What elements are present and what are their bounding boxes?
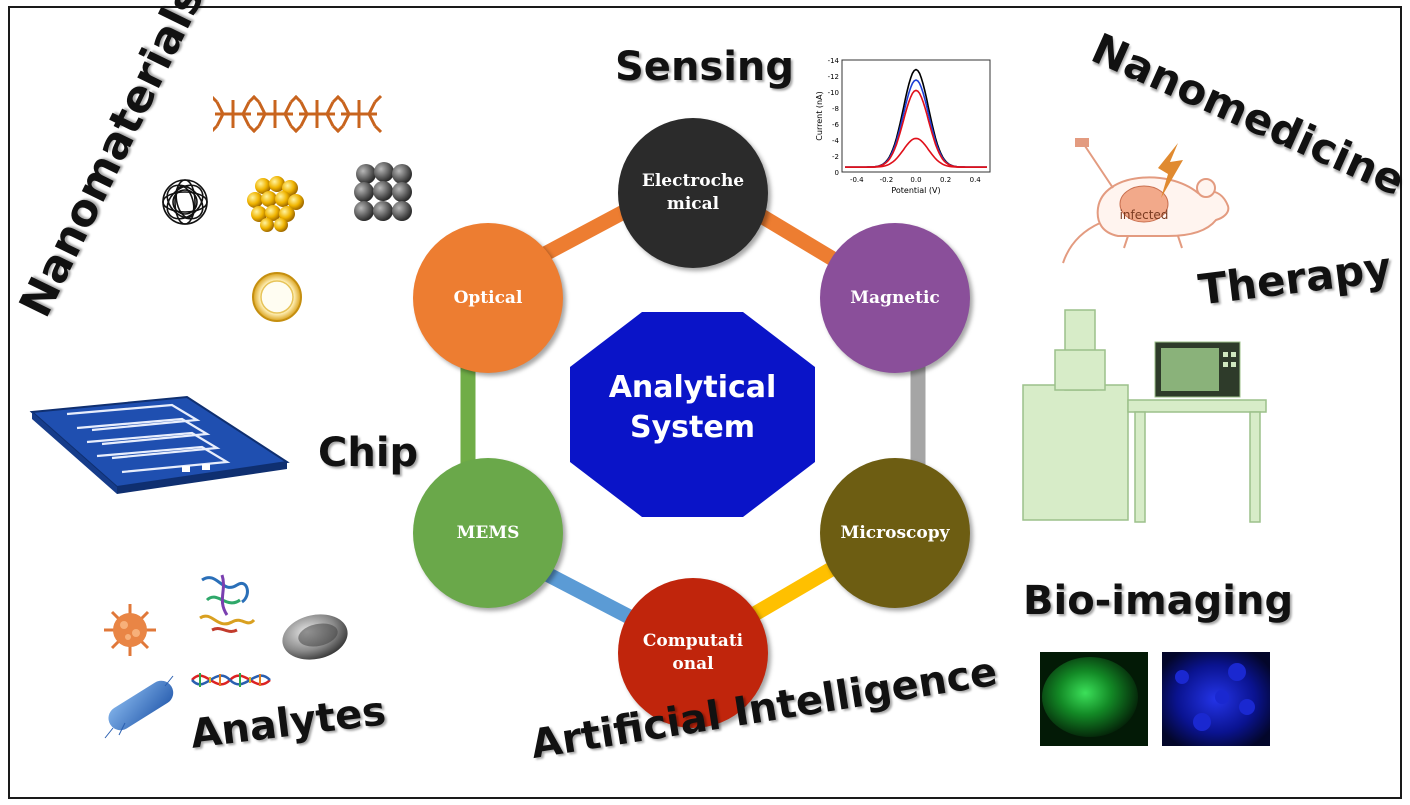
silica-nanoparticle-stack-illustration	[354, 162, 412, 221]
chart-plot-area	[841, 59, 991, 173]
infected-mouse-illustration: infected	[1062, 138, 1230, 264]
node-mems: MEMS	[413, 458, 563, 608]
center-label-line1: Analytical	[608, 370, 777, 405]
dna-helix-icon	[191, 673, 271, 687]
chart-x-tick-label: -0.2	[880, 176, 894, 184]
protein-structure-icon	[199, 574, 256, 633]
node-optical-label: Optical	[453, 287, 523, 308]
chart-x-tick-label: 0.4	[970, 176, 982, 184]
center-label-line2: System	[630, 410, 755, 445]
node-magnetic-label: Magnetic	[850, 287, 940, 308]
voltammogram-chart: -14 -12 -10 -8 -6 -4 -2 0 -0.4 -0.2 0.0 0.2 0.4 Cur…	[815, 57, 991, 195]
electron-microscope-illustration	[1022, 309, 1267, 523]
dendrimer-2	[251, 94, 299, 134]
node-magnetic: Magnetic	[820, 223, 970, 373]
node-electrochemical-line1: Electroche	[641, 171, 745, 192]
label-bio-imaging: Bio-imaging	[1023, 578, 1294, 624]
node-microscopy: Microscopy	[820, 458, 970, 608]
chart-y-tick-label: -2	[832, 153, 839, 161]
node-computational-line1: Computati	[642, 631, 744, 652]
label-sensing: Sensing	[615, 44, 795, 90]
dendrimer-1	[213, 94, 257, 134]
chart-y-tick-label: -12	[828, 73, 839, 81]
chart-y-tick-label: -4	[832, 137, 840, 145]
chart-x-tick-label: -0.4	[850, 176, 864, 184]
gold-nanocluster-illustration	[247, 176, 304, 232]
green-fluorescence-image	[1040, 652, 1148, 746]
infected-label: infected	[1120, 208, 1169, 222]
chart-y-axis-label: Current (nA)	[815, 91, 824, 140]
node-microscopy-label: Microscopy	[840, 522, 950, 543]
chart-y-tick-label: -14	[828, 57, 840, 65]
node-optical: Optical	[413, 223, 563, 373]
node-mems-label: MEMS	[456, 522, 520, 543]
chart-y-tick-label: -10	[828, 89, 839, 97]
center-label: Analytical System	[570, 368, 815, 448]
label-chip: Chip	[318, 430, 419, 476]
chart-y-tick-label: -8	[832, 105, 839, 113]
chart-x-tick-label: 0.2	[940, 176, 951, 184]
chart-x-tick-label: 0.0	[910, 176, 921, 184]
microchip-illustration	[29, 395, 290, 494]
chart-series-line-4	[845, 137, 987, 168]
nanofiber-ball-illustration	[162, 179, 208, 225]
chart-x-axis-label: Potential (V)	[891, 186, 940, 195]
blue-fluorescence-image	[1162, 652, 1270, 746]
center-octagon	[570, 312, 815, 517]
chart-y-tick-label: -6	[832, 121, 840, 129]
bacteria-icon	[104, 675, 174, 739]
node-computational-line2: onal	[672, 654, 714, 674]
virus-icon	[104, 604, 156, 656]
chart-y-tick-label: 0	[835, 169, 839, 177]
core-shell-nanoparticle-illustration	[252, 272, 302, 322]
dendrimer-4	[335, 94, 383, 134]
dendrimers-illustration	[213, 94, 383, 134]
cell-icon	[282, 614, 348, 660]
dendrimer-3	[293, 94, 341, 134]
node-electrochemical-line2: mical	[666, 194, 720, 214]
